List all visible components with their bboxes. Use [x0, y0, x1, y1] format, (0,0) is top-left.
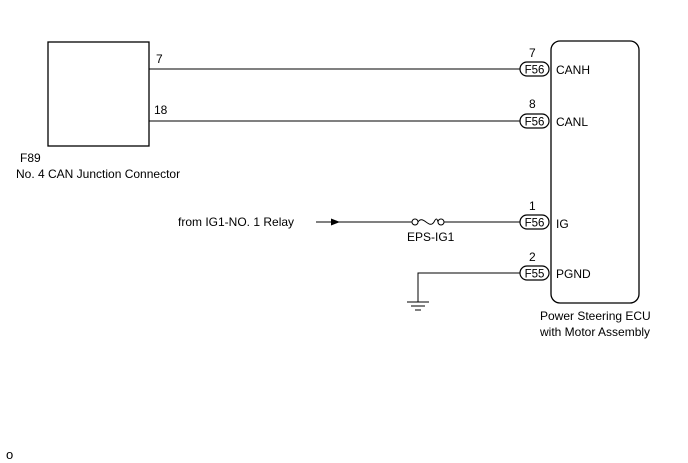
arrow-icon: [331, 218, 340, 226]
fuse-terminal-left-icon: [411, 218, 419, 226]
corner-mark: o: [6, 447, 13, 462]
ecu-pin-ig: 1: [529, 199, 536, 213]
connector-code-canh: F56: [525, 65, 545, 77]
ecu-name-line2: with Motor Assembly: [539, 325, 650, 339]
source-label: from IG1-NO. 1 Relay: [178, 215, 294, 229]
signal-canl: CANL: [556, 115, 588, 129]
ecu-pin-canl: 8: [529, 97, 536, 111]
junction-name: No. 4 CAN Junction Connector: [16, 167, 180, 181]
ecu-pin-canh: 7: [529, 46, 536, 60]
ecu-pin-pgnd: 2: [529, 250, 536, 264]
fuse-icon: [417, 218, 439, 225]
ground-icon: [407, 301, 429, 311]
signal-canh: CANH: [556, 63, 590, 77]
junction-pin-canl: 18: [154, 103, 168, 117]
connector-code-ig: F56: [525, 218, 545, 230]
ecu-box: [550, 40, 640, 304]
connector-badge-canl: [519, 113, 550, 129]
signal-ig: IG: [556, 217, 569, 231]
signal-pgnd: PGND: [556, 267, 591, 281]
connector-code-canl: F56: [525, 117, 545, 129]
ecu-name-line1: Power Steering ECU: [540, 309, 651, 323]
connector-badge-pgnd: [519, 265, 550, 281]
junction-connector-box: [47, 41, 150, 147]
fuse-terminal-right-icon: [437, 218, 445, 226]
connector-badge-ig: [519, 214, 550, 230]
connector-badge-canh: [519, 61, 550, 77]
junction-pin-canh: 7: [156, 52, 163, 66]
fuse-label: EPS-IG1: [407, 230, 455, 244]
wire-pgnd: [417, 272, 520, 302]
junction-code: F89: [20, 151, 41, 165]
connector-code-pgnd: F55: [525, 269, 545, 281]
